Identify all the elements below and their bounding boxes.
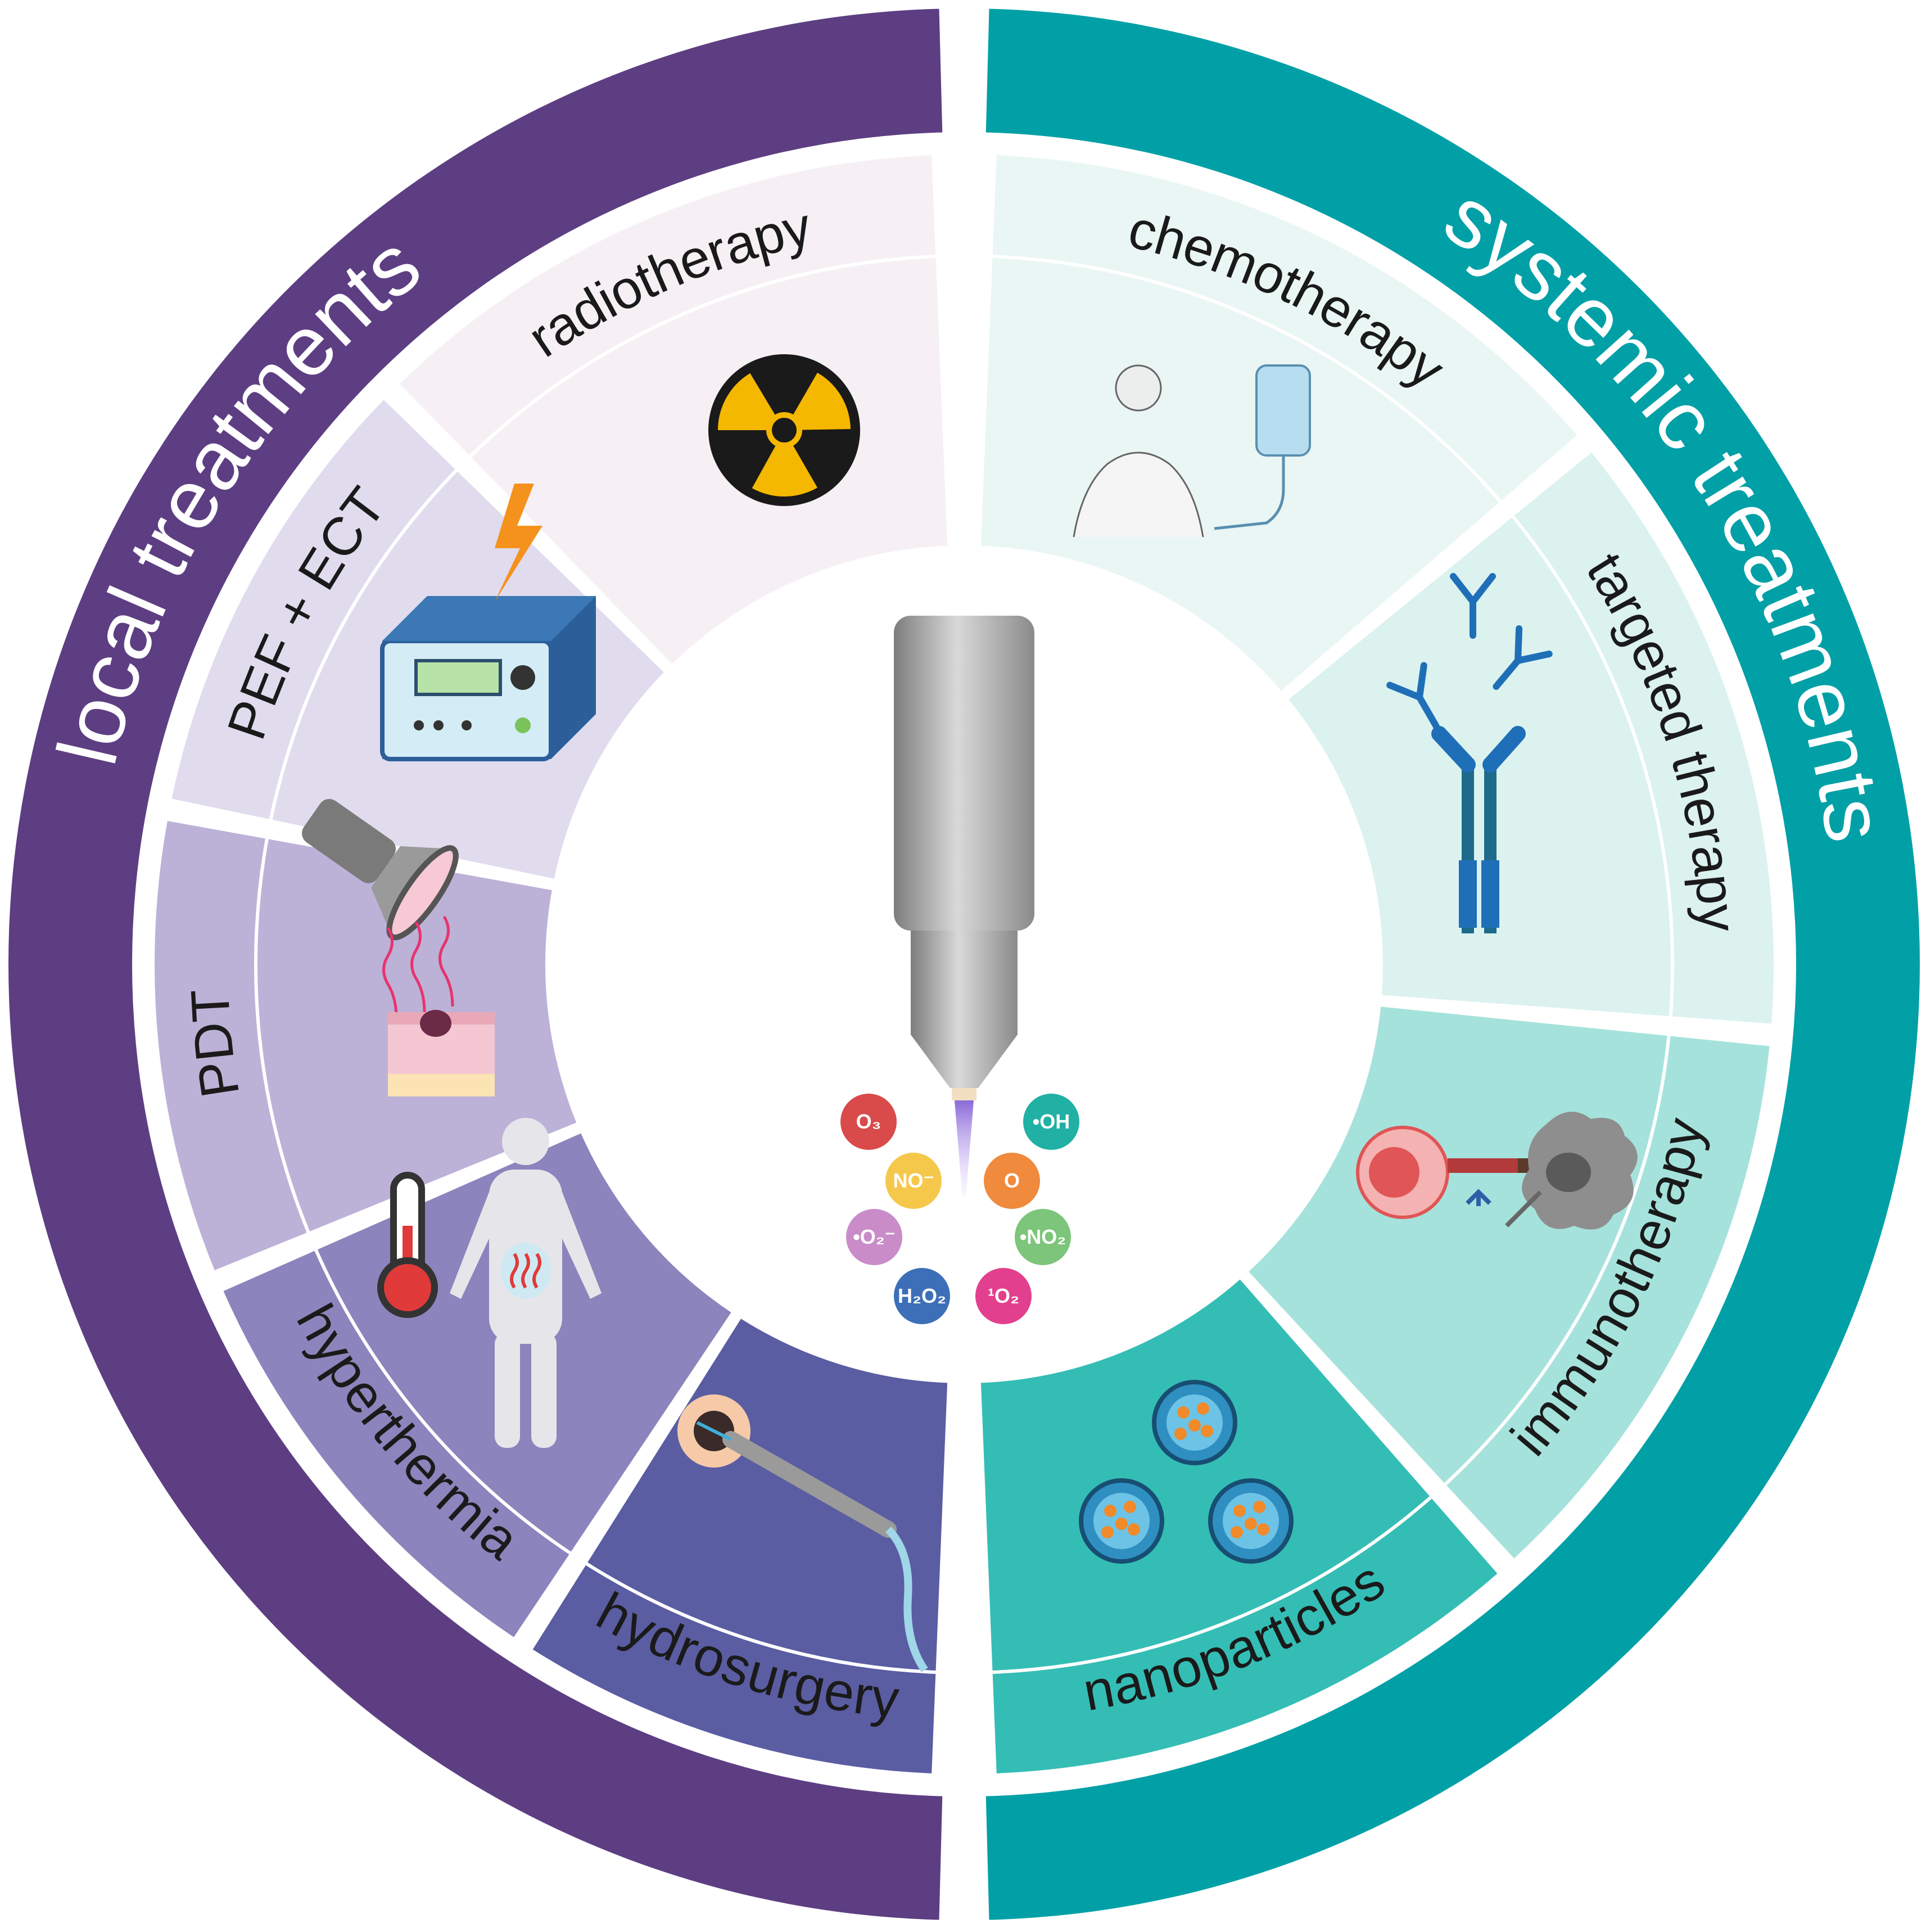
segment-divider-immunotherapy bbox=[1444, 1036, 1671, 1486]
antibody bbox=[1493, 625, 1553, 690]
species-bubble: •O₂⁻ bbox=[846, 1209, 902, 1265]
species-bubble: NO⁻ bbox=[885, 1153, 942, 1209]
antibody bbox=[1386, 662, 1440, 730]
species-bubble: H₂O₂ bbox=[894, 1268, 950, 1324]
antibody bbox=[1450, 573, 1496, 639]
species-label: •NO₂ bbox=[1020, 1225, 1066, 1248]
drug-payload bbox=[1253, 1501, 1265, 1513]
label-pdt: PDT bbox=[180, 987, 251, 1102]
drug-payload bbox=[1245, 1518, 1257, 1530]
antibody-large bbox=[1431, 726, 1526, 933]
immune-cell-icon bbox=[1356, 1112, 1638, 1230]
antibody-icon bbox=[1386, 573, 1553, 933]
thermometer-icon bbox=[377, 1172, 438, 1318]
segment-hyperthermia bbox=[223, 1133, 731, 1637]
systemic-treatments-ring bbox=[985, 8, 1920, 1920]
pulse-generator-icon bbox=[380, 596, 596, 761]
drug-payload bbox=[1257, 1523, 1269, 1536]
segment-divider-hydrosurgery bbox=[585, 1562, 936, 1674]
hydrosurgery-device-icon bbox=[677, 1394, 928, 1673]
drug-payload bbox=[1128, 1523, 1140, 1536]
species-label: •O₂⁻ bbox=[853, 1225, 896, 1248]
light-source-icon bbox=[302, 798, 459, 941]
segment-hydrosurgery bbox=[532, 1319, 948, 1773]
segment-divider-nanoparticles bbox=[992, 1496, 1432, 1674]
species-label: NO⁻ bbox=[893, 1169, 934, 1192]
drug-payload bbox=[1124, 1501, 1136, 1513]
human-body-icon bbox=[450, 1118, 602, 1448]
drug-payload bbox=[1233, 1505, 1246, 1517]
reactive-species: O₃ •OH NO⁻ O •O₂⁻ •NO₂ H₂O₂ ¹O₂ bbox=[840, 1094, 1079, 1324]
drug-payload bbox=[1104, 1505, 1116, 1517]
drug-payload bbox=[1197, 1402, 1209, 1415]
drug-payload bbox=[1174, 1428, 1187, 1440]
drug-payload bbox=[1101, 1526, 1114, 1538]
species-bubble: •OH bbox=[1023, 1094, 1079, 1150]
segment-divider-pef bbox=[269, 469, 458, 820]
drug-payload bbox=[1115, 1518, 1128, 1530]
local-treatments-ring bbox=[8, 8, 943, 1920]
skin-tissue-icon bbox=[388, 1010, 495, 1096]
segment-divider-chemotherapy bbox=[992, 255, 1502, 503]
iv-drip-icon bbox=[1073, 364, 1311, 538]
species-label: ¹O₂ bbox=[988, 1284, 1019, 1307]
light-rays-icon bbox=[382, 915, 454, 1018]
lightning-icon bbox=[495, 484, 542, 602]
segment-targeted bbox=[1288, 452, 1774, 1024]
radiation-icon bbox=[708, 354, 860, 506]
species-bubble: ¹O₂ bbox=[975, 1268, 1032, 1324]
nanoparticle-icon bbox=[1079, 1380, 1294, 1564]
drug-payload bbox=[1231, 1526, 1243, 1538]
species-bubble: •NO₂ bbox=[1015, 1209, 1071, 1265]
segment-divider-targeted bbox=[1512, 515, 1674, 1017]
segment-divider-radiotherapy bbox=[469, 255, 936, 458]
species-bubble: O bbox=[984, 1153, 1040, 1209]
species-label: O bbox=[1004, 1169, 1020, 1192]
segment-pdt bbox=[154, 820, 577, 1271]
species-label: H₂O₂ bbox=[898, 1284, 946, 1307]
species-label: O₃ bbox=[856, 1110, 881, 1133]
segment-divider-pdt bbox=[254, 838, 310, 1233]
segment-radiotherapy bbox=[400, 155, 948, 664]
species-bubble: O₃ bbox=[840, 1094, 897, 1150]
drug-payload bbox=[1201, 1425, 1213, 1437]
species-label: •OH bbox=[1033, 1110, 1070, 1133]
drug-payload bbox=[1188, 1419, 1201, 1432]
plasma-jet-icon bbox=[894, 616, 1034, 1198]
drug-payload bbox=[1177, 1406, 1190, 1419]
segment-divider-hyperthermia bbox=[314, 1249, 571, 1555]
